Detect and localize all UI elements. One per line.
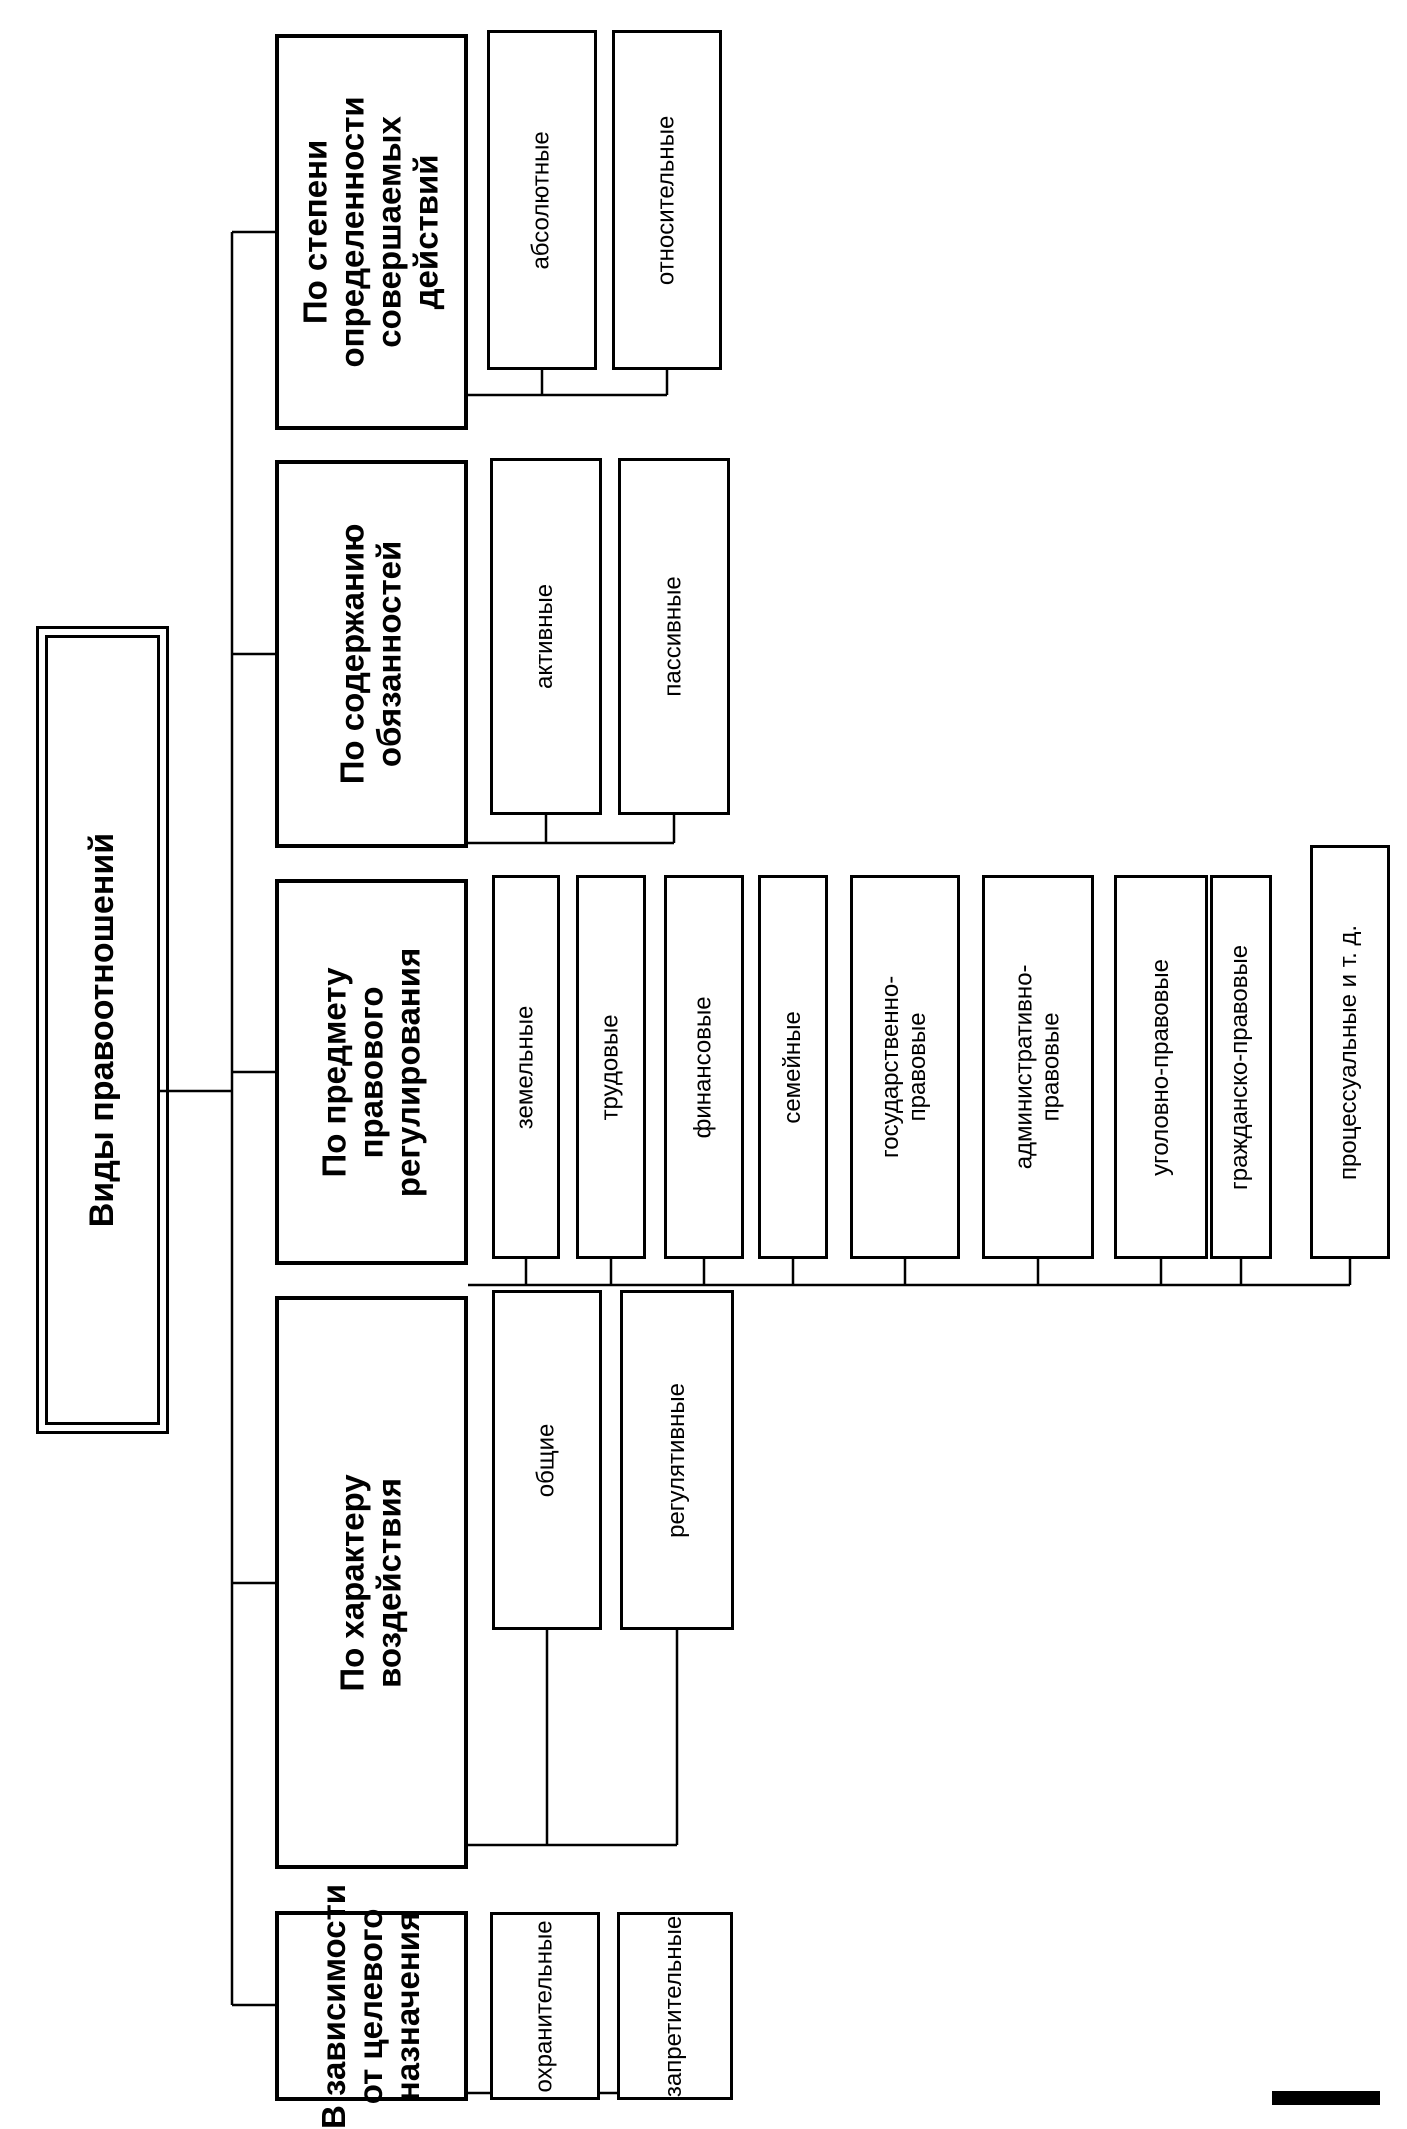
leaf-box-5-2-label: относительные	[652, 115, 680, 285]
leaf-box-5-1: абсолютные	[487, 30, 597, 370]
leaf-box-4-2: пассивные	[618, 458, 730, 815]
leaf-box-2-2: регулятивные	[620, 1290, 734, 1630]
category-box-4-label: По содержанию обязанностей	[333, 523, 408, 785]
leaf-box-3-2: трудовые	[576, 875, 646, 1259]
leaf-box-3-5-label: государственно- правовые	[877, 975, 931, 1159]
leaf-box-2-1: общие	[492, 1290, 602, 1630]
leaf-box-3-5: государственно- правовые	[850, 875, 960, 1259]
category-box-5-label: По степени определенности совершаемых де…	[296, 96, 445, 368]
category-box-1: В зависимости от целевого назначения	[275, 1883, 468, 2129]
leaf-box-4-1-label: активные	[531, 583, 559, 690]
leaf-box-3-8: гражданско-правовые	[1210, 875, 1272, 1259]
leaf-box-3-3-label: финансовые	[689, 996, 717, 1138]
category-box-3: По предмету правового регулирования	[275, 879, 468, 1265]
leaf-box-3-2-label: трудовые	[596, 1014, 624, 1120]
leaf-box-5-2: относительные	[612, 30, 722, 370]
leaf-box-1-2-label: запретительные	[660, 1915, 688, 2097]
leaf-box-3-6: административно- правовые	[982, 875, 1094, 1259]
leaf-box-1-2: запретительные	[617, 1912, 733, 2100]
diagram-title: Виды правоотношений	[83, 832, 122, 1228]
leaf-box-2-1-label: общие	[532, 1423, 560, 1497]
leaf-box-4-2-label: пассивные	[659, 576, 687, 697]
leaf-box-5-1-label: абсолютные	[527, 130, 555, 270]
title-box: Виды правоотношений	[36, 626, 169, 1434]
leaf-box-3-4: семейные	[758, 875, 828, 1259]
leaf-box-3-7: уголовно-правовые	[1114, 875, 1208, 1259]
leaf-box-3-9: процессуальные и т. д.	[1310, 845, 1390, 1259]
leaf-box-3-1: земельные	[492, 875, 560, 1259]
leaf-box-1-1-label: охранительные	[530, 1919, 558, 2093]
category-box-1-label: В зависимости от целевого назначения	[315, 1883, 426, 2129]
leaf-box-3-3: финансовые	[664, 875, 744, 1259]
leaf-box-3-7-label: уголовно-правовые	[1146, 958, 1174, 1176]
corner-mark	[1272, 2091, 1380, 2105]
leaf-box-3-1-label: земельные	[511, 1005, 539, 1129]
leaf-box-3-8-label: гражданско-правовые	[1226, 944, 1254, 1190]
category-box-3-label: По предмету правового регулирования	[315, 947, 426, 1197]
category-box-2-label: По характеру воздействия	[333, 1473, 408, 1692]
category-box-5: По степени определенности совершаемых де…	[275, 34, 468, 430]
leaf-box-3-6-label: административно- правовые	[1010, 964, 1065, 1170]
category-box-2: По характеру воздействия	[275, 1296, 468, 1869]
leaf-box-1-1: охранительные	[490, 1912, 600, 2100]
leaf-box-3-9-label: процессуальные и т. д.	[1335, 924, 1363, 1180]
leaf-box-2-2-label: регулятивные	[662, 1382, 690, 1538]
leaf-box-4-1: активные	[490, 458, 602, 815]
category-box-4: По содержанию обязанностей	[275, 460, 468, 848]
leaf-box-3-4-label: семейные	[778, 1010, 806, 1124]
